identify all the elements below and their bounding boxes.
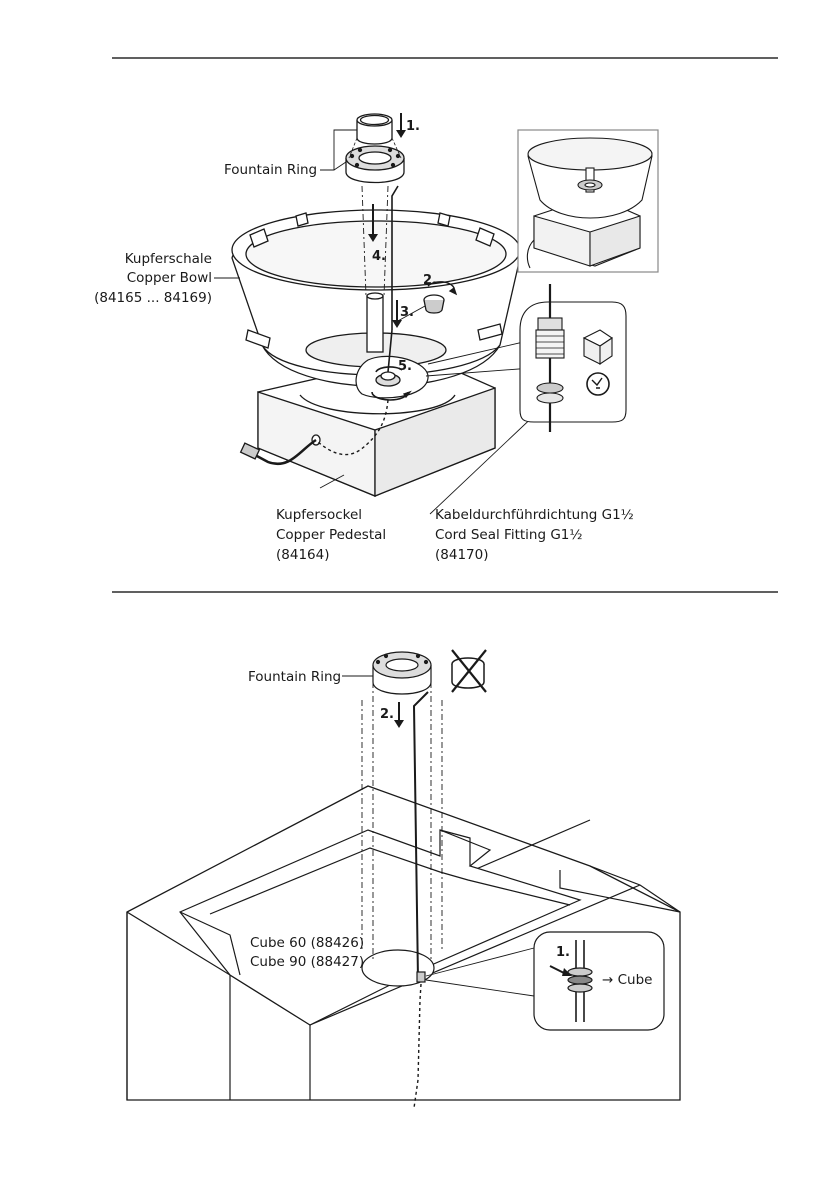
centre-pipe — [367, 296, 383, 352]
to-cube-label: → Cube — [602, 972, 652, 988]
bowl-label-de: Kupferschale — [125, 251, 212, 267]
plug — [241, 443, 260, 459]
not-needed-cylinder — [452, 650, 486, 692]
top-step-4: 4. — [372, 249, 386, 264]
top-step-2: 2. — [423, 273, 437, 288]
cord-seal-inset — [520, 284, 626, 432]
pedestal-label-no: (84164) — [276, 547, 329, 563]
bowl-label-no: (84165 ... 84169) — [94, 290, 212, 306]
seal-label-de: Kabeldurchführdichtung G1½ — [435, 507, 634, 523]
bottom-fountain-ring-label: Fountain Ring — [248, 669, 341, 685]
top-step-1: 1. — [406, 119, 420, 134]
bottom-arrow-2 — [394, 702, 404, 728]
pedestal-label-en: Copper Pedestal — [276, 527, 386, 543]
seal-label-en: Cord Seal Fitting G1½ — [435, 527, 582, 543]
pedestal-label-de: Kupfersockel — [276, 507, 362, 523]
seal-label-no: (84170) — [435, 547, 488, 563]
top-fountain-ring-label: Fountain Ring — [224, 162, 317, 178]
cube-label-90: Cube 90 (88427) — [250, 954, 364, 970]
bottom-step-2: 2. — [380, 707, 394, 722]
top-step-3: 3. — [400, 305, 414, 320]
top-step-5: 5. — [398, 359, 412, 374]
bottom-step-1: 1. — [556, 945, 570, 960]
cube-label-60: Cube 60 (88426) — [250, 935, 364, 951]
assembled-inset — [518, 130, 658, 272]
bowl-label-en: Copper Bowl — [127, 270, 212, 286]
